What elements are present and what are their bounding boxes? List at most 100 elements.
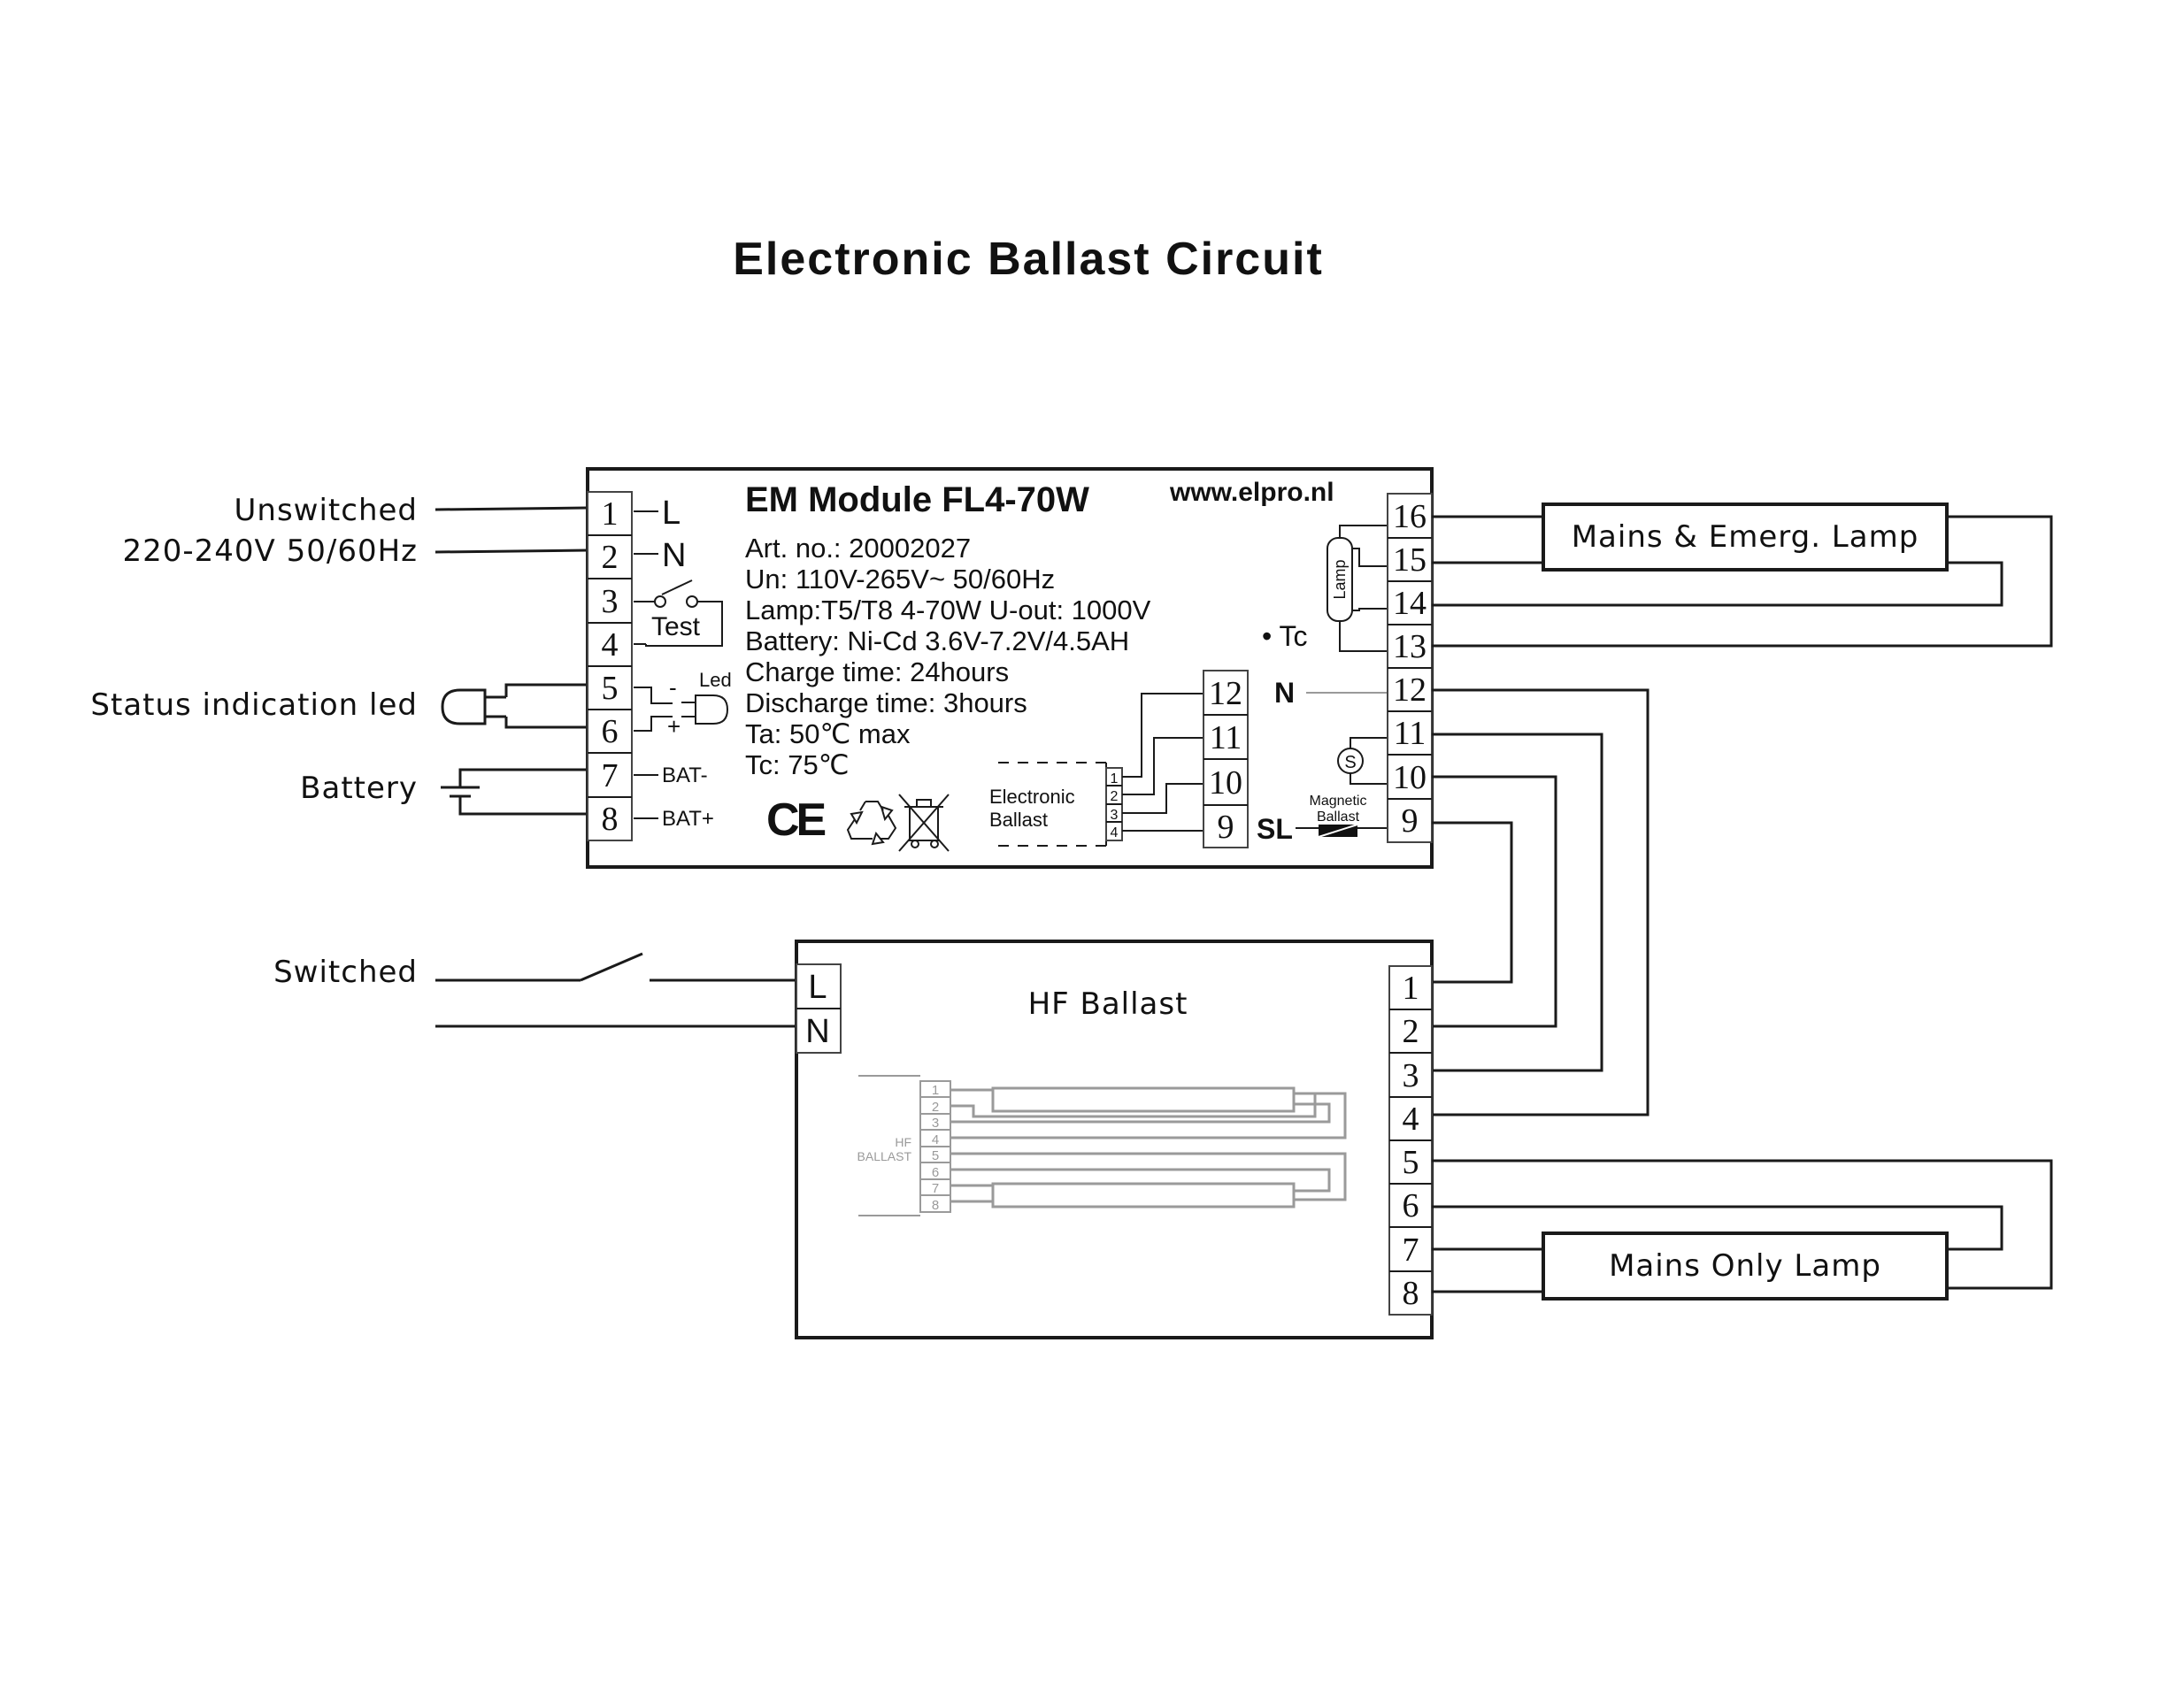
hf-inner-terminal-1: 1 <box>932 1083 939 1098</box>
electronic-ballast-label-2: Ballast <box>989 809 1048 831</box>
led-label: Led <box>699 669 732 691</box>
em-terminal-7: 7 <box>602 757 619 794</box>
em-terminal-10: 10 <box>1393 759 1427 796</box>
test-label: Test <box>651 612 701 641</box>
tc-label: • Tc <box>1262 620 1308 652</box>
em-module-box <box>586 467 1434 869</box>
magnetic-ballast-label-2: Ballast <box>1317 809 1360 825</box>
lamp-tube-icon: Lamp <box>1327 525 1396 652</box>
bat-plus-label: BAT+ <box>662 807 714 831</box>
em-terminal-1: 1 <box>602 495 619 533</box>
spec-line-3: Lamp:T5/T8 4-70W U-out: 1000V <box>745 595 1151 625</box>
em-inner-terminal-strip: 12 11 10 9 <box>1203 670 1249 848</box>
hf-inner-terminal-3: 3 <box>932 1116 939 1131</box>
hf-ballast-name: HF Ballast <box>1028 986 1188 1022</box>
starter-icon: S <box>1337 737 1396 785</box>
mini-terminal-1: 1 <box>1111 771 1119 786</box>
em-terminal-4: 4 <box>602 626 619 664</box>
hf-terminal-4: 4 <box>1403 1101 1419 1138</box>
hf-inner-schematic: HF BALLAST 1 2 3 4 5 6 7 8 <box>857 1075 1347 1216</box>
spec-line-7: Ta: 50℃ max <box>745 718 911 749</box>
em-n-label: N <box>662 537 686 574</box>
em-terminal-8: 8 <box>602 801 619 838</box>
voltage-label: 220-240V 50/60Hz <box>122 533 418 569</box>
hf-terminal-3: 3 <box>1403 1057 1419 1094</box>
hf-terminal-6: 6 <box>1403 1187 1419 1224</box>
page-title: Electronic Ballast Circuit <box>733 234 1324 285</box>
em-terminal-16: 16 <box>1393 498 1427 535</box>
spec-line-1: Art. no.: 20002027 <box>745 533 971 564</box>
mini-terminal-2: 2 <box>1111 789 1119 804</box>
electronic-ballast-mini-terminals: 1 2 3 4 <box>1105 767 1123 841</box>
mini-terminal-3: 3 <box>1111 808 1119 823</box>
internal-led-icon <box>634 687 729 732</box>
test-switch-icon <box>634 579 723 647</box>
hf-inner-terminal-5: 5 <box>932 1148 939 1163</box>
em-terminal-5: 5 <box>602 670 619 707</box>
inner-terminal-10: 10 <box>1209 764 1242 802</box>
unswitched-label: Unswitched <box>235 493 418 528</box>
starter-label: S <box>1344 753 1356 772</box>
hf-inner-terminal-2: 2 <box>932 1100 939 1115</box>
inner-terminal-12: 12 <box>1209 675 1242 712</box>
em-terminal-6: 6 <box>602 713 619 750</box>
em-terminal-14: 14 <box>1393 585 1427 622</box>
spec-line-8: Tc: 75℃ <box>745 749 850 780</box>
mains-only-lamp-label: Mains Only Lamp <box>1609 1248 1881 1284</box>
magnetic-ballast-icon <box>1318 824 1358 838</box>
ce-mark-icon: CE <box>766 794 826 846</box>
sl-label: SL <box>1257 813 1293 845</box>
hf-inner-terminal-7: 7 <box>932 1181 939 1196</box>
hf-terminal-l: L <box>808 969 827 1006</box>
hf-inner-terminal-8: 8 <box>932 1198 939 1213</box>
status-led-label: Status indication led <box>90 687 418 723</box>
em-terminal-15: 15 <box>1393 541 1427 579</box>
hf-terminal-7: 7 <box>1403 1231 1419 1269</box>
em-terminal-2: 2 <box>602 539 619 576</box>
mains-emerg-lamp-label: Mains & Emerg. Lamp <box>1572 519 1919 555</box>
em-terminal-3: 3 <box>602 583 619 620</box>
mini-terminal-4: 4 <box>1111 825 1119 840</box>
spec-line-6: Discharge time: 3hours <box>745 687 1027 718</box>
mains-only-lamp <box>1542 1231 1949 1301</box>
em-terminal-12: 12 <box>1393 671 1427 709</box>
hf-terminal-8: 8 <box>1403 1275 1419 1312</box>
hf-right-terminal-strip: 1 2 3 4 5 6 7 8 <box>1388 965 1433 1316</box>
em-l-label: L <box>662 495 681 532</box>
em-right-terminal-strip: 16 15 14 13 12 11 10 9 <box>1387 493 1433 843</box>
led-plus-label: + <box>667 713 681 740</box>
hf-inner-terminal-6: 6 <box>932 1165 939 1180</box>
internal-lamp-label: Lamp <box>1331 559 1349 599</box>
em-terminal-13: 13 <box>1393 628 1427 665</box>
spec-line-5: Charge time: 24hours <box>745 656 1009 687</box>
inner-terminal-11: 11 <box>1210 719 1242 756</box>
hf-left-terminal-strip: L N <box>796 963 842 1054</box>
hf-ballast-box <box>795 940 1434 1339</box>
switched-label: Switched <box>273 955 418 990</box>
em-module-url: www.elpro.nl <box>1169 478 1334 507</box>
bat-minus-label: BAT- <box>662 763 708 787</box>
em-terminal-11: 11 <box>1394 715 1427 752</box>
mains-emerg-lamp <box>1542 503 1949 572</box>
em-left-terminal-strip: 1 2 3 4 5 6 7 8 <box>587 491 633 841</box>
weee-bin-icon <box>898 794 950 852</box>
n-label: N <box>1274 677 1295 709</box>
hf-terminal-1: 1 <box>1403 970 1419 1007</box>
hf-terminal-5: 5 <box>1403 1144 1419 1181</box>
magnetic-ballast-label-1: Magnetic <box>1310 794 1367 809</box>
battery-label: Battery <box>300 771 418 806</box>
led-minus-label: - <box>669 674 677 701</box>
recycle-icon <box>846 801 897 846</box>
spec-line-4: Battery: Ni-Cd 3.6V-7.2V/4.5AH <box>745 625 1129 656</box>
switch-icon <box>435 952 796 982</box>
hf-inner-label-2: BALLAST <box>857 1149 912 1163</box>
hf-terminal-n: N <box>805 1013 829 1050</box>
battery-icon <box>441 768 588 816</box>
led-icon <box>441 683 588 729</box>
electronic-ballast-label-1: Electronic <box>989 786 1075 808</box>
em-terminal-9: 9 <box>1402 802 1419 840</box>
em-module-name: EM Module FL4-70W <box>745 480 1089 519</box>
hf-terminal-2: 2 <box>1403 1013 1419 1050</box>
hf-inner-terminal-4: 4 <box>932 1132 939 1147</box>
